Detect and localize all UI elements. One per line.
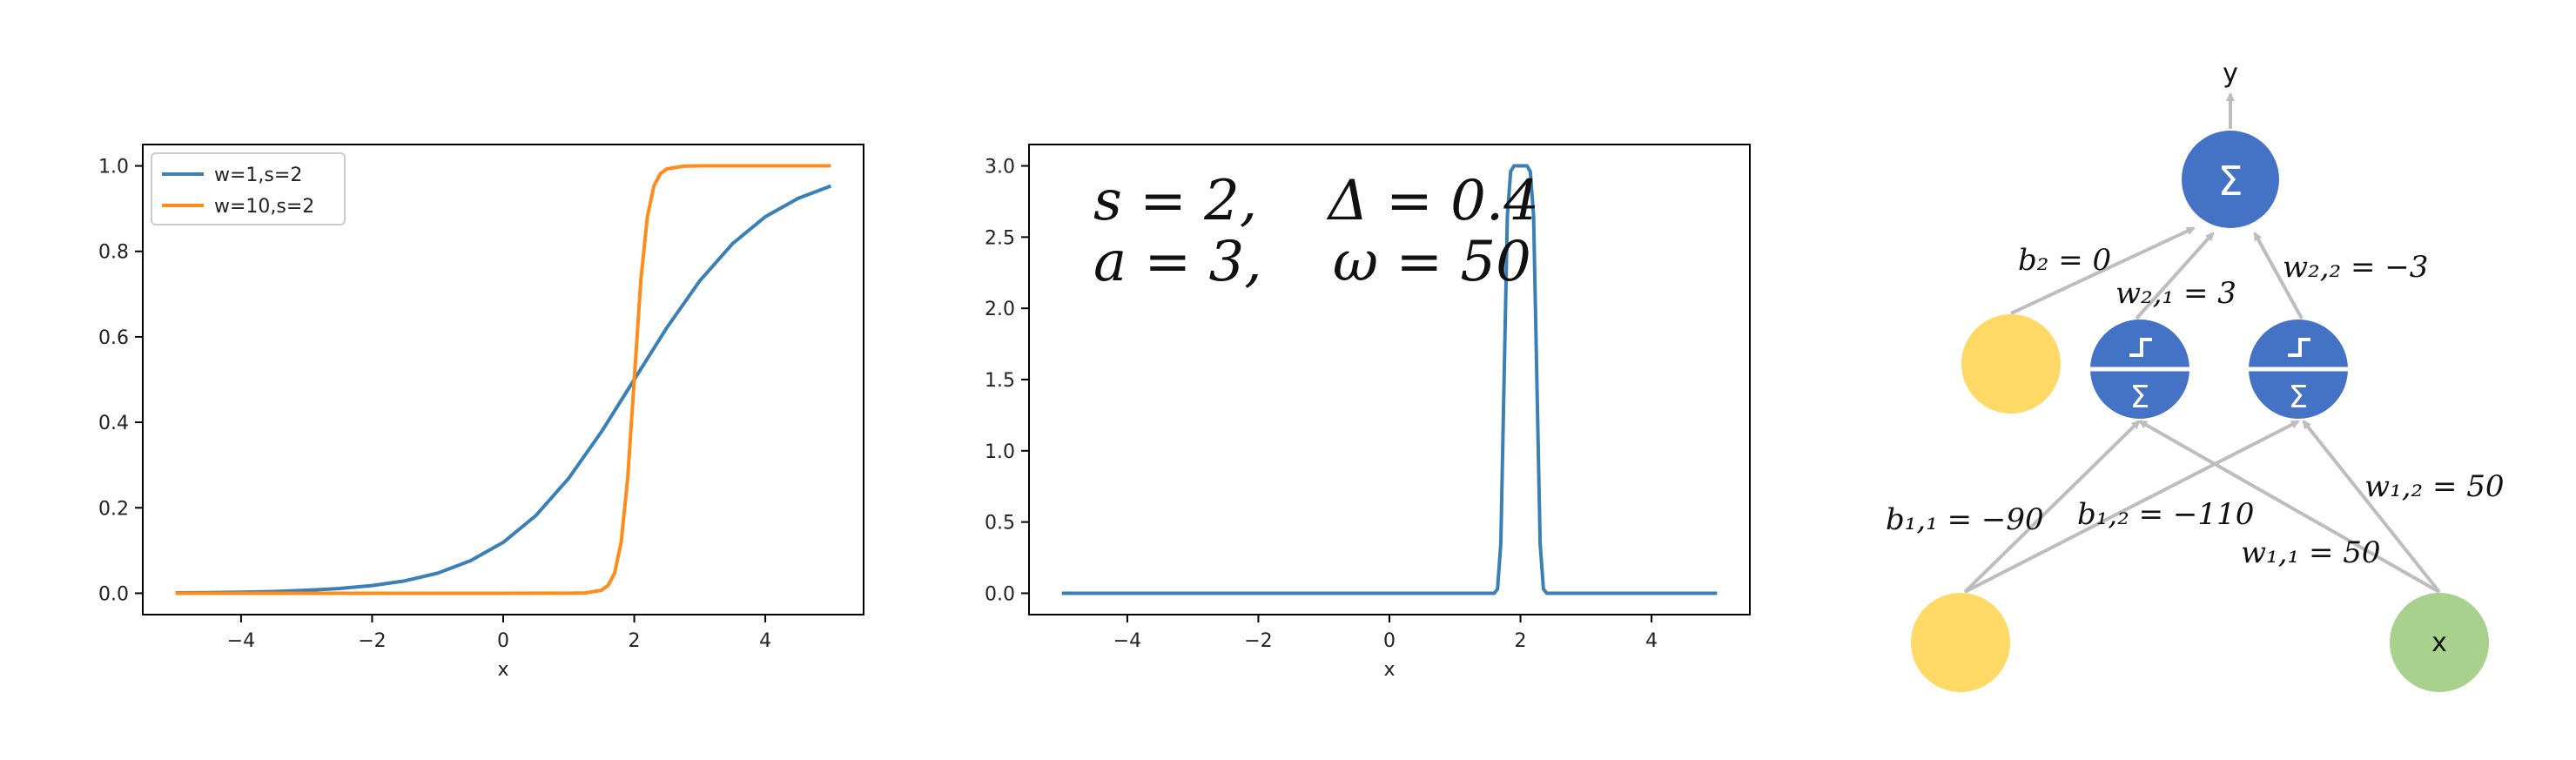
edge-bias2-to-output: [2010, 226, 2196, 315]
sigmoid-y-tick-label: 0.4: [98, 413, 129, 434]
bump-x-axis-label: x: [1383, 659, 1395, 681]
bump-x-tick-label: −2: [1244, 630, 1272, 652]
bump-y-tick-label: 0.5: [985, 513, 1015, 535]
bump-x-ticks: −4 −2 0 2 4: [1113, 615, 1658, 652]
bump-annotation-line-2: a = 3, ω = 50: [1093, 230, 1531, 294]
edge-bias1-to-hidden1: [1963, 420, 2141, 594]
sigmoid-legend: w=1,s=2 w=10,s=2: [151, 152, 346, 225]
weight-label-w11: w₁,₁ = 50: [2241, 535, 2381, 570]
hidden-neuron-2: Σ: [2249, 319, 2348, 419]
bump-x-tick-label: 4: [1645, 630, 1658, 652]
weight-label-b2: b₂ = 0: [2018, 243, 2111, 278]
bump-y-tick-label: 0.0: [985, 583, 1015, 605]
weight-label-w21: w₂,₁ = 3: [2115, 276, 2236, 311]
edge-hidden2-to-output: [2253, 232, 2304, 319]
sigmoid-x-tick-label: −4: [227, 630, 255, 652]
sigmoid-y-tick-label: 0.8: [98, 242, 129, 264]
bump-series-group: [1061, 164, 1718, 595]
bump-y-tick-label: 1.0: [985, 441, 1015, 463]
edge-hidden1-to-output: [2135, 232, 2215, 320]
weight-label-w12: w₁,₂ = 50: [2364, 469, 2505, 504]
input-node-circle: [2390, 593, 2489, 692]
input-node: x: [2390, 593, 2489, 692]
step-icon: [2129, 338, 2152, 357]
sigmoid-x-tick-label: 2: [629, 630, 641, 652]
legend-label-series-1: w=1,s=2: [214, 165, 302, 186]
output-sum-symbol: Σ: [2217, 158, 2243, 205]
bias-node-layer-1: [1911, 593, 2010, 692]
sigmoid-x-tick-label: 4: [759, 630, 771, 652]
sigmoid-series-line-2: [175, 164, 831, 595]
bump-annotation-line-1: s = 2, Δ = 0.4: [1093, 169, 1539, 233]
bump-chart: −4 −2 0 2 4 0.0 0.5 1.0 1.5 2.0 2.5 3.0 x s = 2, Δ…: [985, 144, 1751, 681]
bump-x-tick-label: 0: [1383, 630, 1396, 652]
sigmoid-y-tick-label: 0.6: [98, 327, 129, 349]
bump-x-tick-label: −4: [1113, 630, 1141, 652]
output-neuron-circle: [2182, 131, 2279, 228]
bump-y-tick-label: 2.0: [985, 299, 1015, 320]
edge-bias1-to-hidden2: [1964, 420, 2300, 594]
input-x-label: x: [2431, 628, 2447, 658]
weight-label-b12: b₁,₂ = −110: [2077, 497, 2254, 532]
sigmoid-series-line-1: [175, 184, 832, 595]
bump-y-tick-label: 2.5: [985, 227, 1015, 249]
bump-y-tick-label: 3.0: [985, 157, 1015, 178]
weight-label-b11: b₁,₁ = −90: [1886, 502, 2044, 537]
step-icon: [2288, 338, 2310, 357]
sigmoid-x-ticks: −4 −2 0 2 4: [227, 615, 771, 652]
sigmoid-x-tick-label: −2: [358, 630, 386, 652]
sigmoid-y-ticks: 0.0 0.2 0.4 0.6 0.8 1.0: [98, 157, 143, 605]
legend-label-series-2: w=10,s=2: [214, 196, 314, 218]
hidden-neuron-1: Σ: [2090, 319, 2189, 419]
sigmoid-y-tick-label: 1.0: [98, 157, 129, 178]
sigmoid-x-axis-label: x: [497, 659, 508, 681]
output-neuron: Σ: [2182, 131, 2279, 228]
bump-x-tick-label: 2: [1515, 630, 1527, 652]
bump-y-tick-label: 1.5: [985, 370, 1015, 392]
sigmoid-x-tick-label: 0: [497, 630, 509, 652]
bias-node-layer-2: [1961, 314, 2061, 414]
network-diagram: y Σ Σ Σ x b₂ = 0 w₂,: [1886, 58, 2505, 692]
hidden-neuron-2-sum-symbol: Σ: [2289, 380, 2309, 415]
edge-input-to-hidden2: [2302, 420, 2441, 594]
weight-label-w22: w₂,₂ = −3: [2283, 250, 2428, 285]
sigmoid-y-tick-label: 0.0: [98, 583, 129, 605]
sigmoid-y-tick-label: 0.2: [98, 498, 129, 520]
output-y-label: y: [2223, 58, 2238, 89]
edge-input-to-hidden1: [2138, 420, 2440, 594]
hidden-neuron-1-sum-symbol: Σ: [2130, 380, 2150, 415]
sigmoid-chart: −4 −2 0 2 4 0.0 0.2 0.4 0.6 0.8 1.0 x w=1,s=2 w=1…: [98, 144, 864, 681]
sigmoid-series-group: [175, 164, 832, 595]
bump-series-line-1: [1061, 164, 1718, 595]
bump-y-ticks: 0.0 0.5 1.0 1.5 2.0 2.5 3.0: [985, 157, 1029, 605]
